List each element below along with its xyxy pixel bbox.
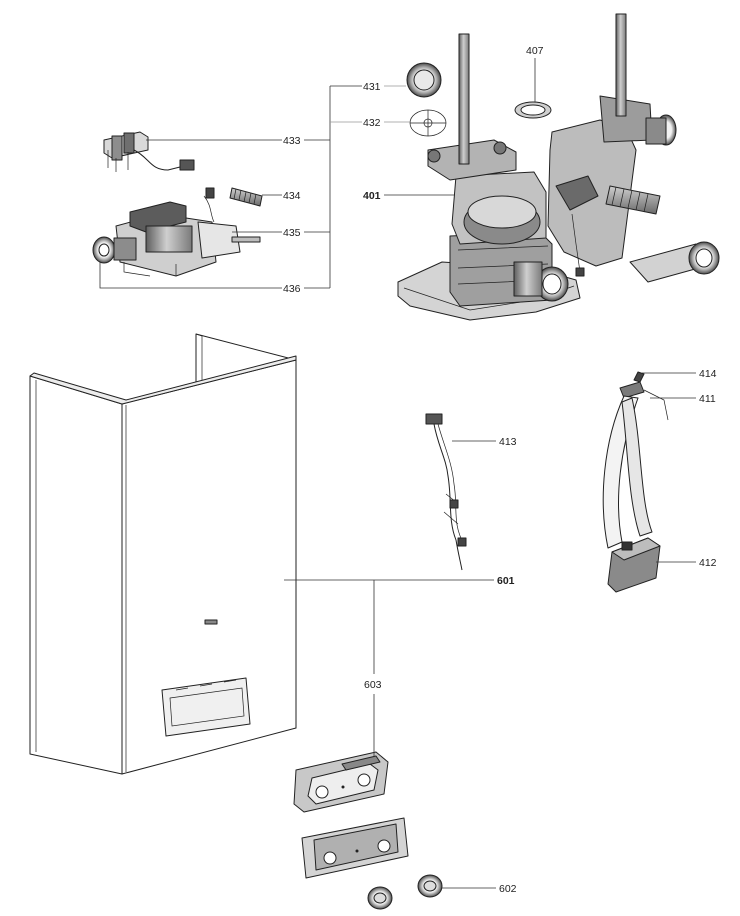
callout-435: 435 <box>283 227 301 239</box>
part-414-screw <box>633 371 645 383</box>
callout-602: 602 <box>499 883 517 895</box>
callout-601: 601 <box>497 575 515 587</box>
part-432-diaphragm-plate <box>409 109 447 137</box>
part-407-washer <box>514 101 552 119</box>
callout-414: 414 <box>699 368 717 380</box>
callout-401: 401 <box>363 190 381 202</box>
callout-436: 436 <box>283 283 301 295</box>
callout-407: 407 <box>526 45 544 57</box>
part-603-panel-plate <box>301 817 409 879</box>
part-411-bracket <box>602 381 669 549</box>
callout-431: 431 <box>363 81 381 93</box>
part-413-cable-harness <box>425 413 467 571</box>
callout-434: 434 <box>283 190 301 202</box>
part-401-water-valve-assembly <box>397 13 720 321</box>
callout-413: 413 <box>499 436 517 448</box>
part-434-filter <box>229 187 263 207</box>
callout-412: 412 <box>699 557 717 569</box>
callout-labels: 431 432 433 434 435 436 401 407 414 411 … <box>283 45 717 895</box>
part-435-gas-valve <box>92 187 261 277</box>
part-433-microswitch <box>103 131 195 172</box>
callout-411: 411 <box>699 393 716 405</box>
leader-lines <box>99 58 696 889</box>
part-601-casing <box>29 333 297 775</box>
part-412-ignition-box <box>607 537 661 593</box>
callout-432: 432 <box>363 117 381 129</box>
part-602-knobs <box>367 874 443 910</box>
callout-433: 433 <box>283 135 301 147</box>
part-431-diaphragm <box>406 62 442 98</box>
part-603-control-panel <box>293 751 389 813</box>
callout-603: 603 <box>364 679 382 691</box>
